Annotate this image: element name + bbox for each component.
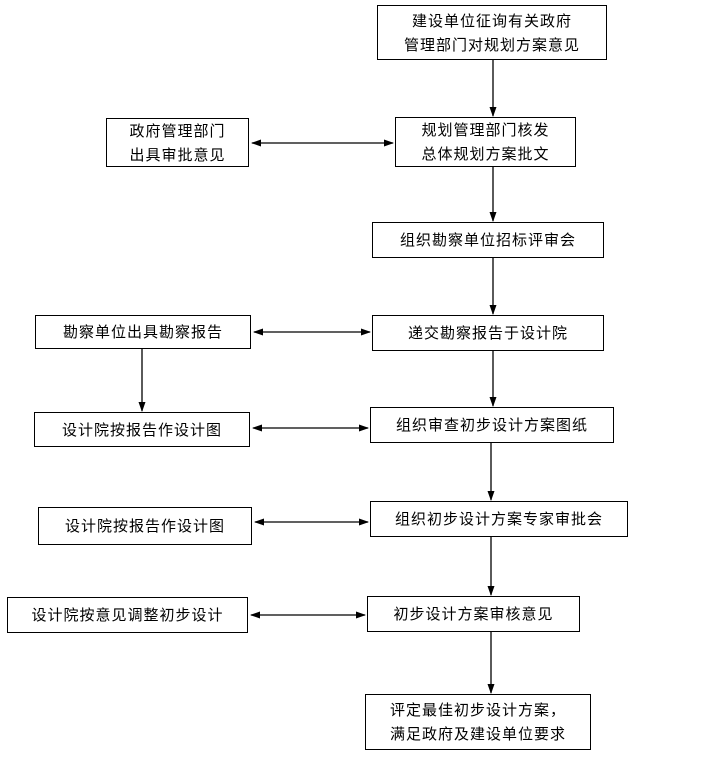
step-select-best-design: 评定最佳初步设计方案， 满足政府及建设单位要求 bbox=[365, 694, 591, 750]
step-consult-government-departments: 建设单位征询有关政府管理部门对规划方案意见 bbox=[377, 5, 607, 60]
node-text-line: 出具审批意见 bbox=[129, 145, 226, 164]
node-text-line: 建设单位征询有关政府 bbox=[411, 11, 572, 30]
node-text-line: 设计院按意见调整初步设计 bbox=[31, 606, 224, 624]
side-design-drawings-per-report-2: 设计院按报告作设计图 bbox=[38, 507, 252, 545]
step-review-preliminary-drawings: 组织审查初步设计方案图纸 bbox=[370, 407, 614, 443]
side-government-approval-opinion: 政府管理部门出具审批意见 bbox=[106, 118, 249, 167]
side-design-drawings-per-report: 设计院按报告作设计图 bbox=[34, 412, 250, 447]
node-text-line: 设计院按报告作设计图 bbox=[64, 517, 225, 535]
side-adjust-preliminary-design: 设计院按意见调整初步设计 bbox=[7, 597, 248, 633]
node-text-line: 初步设计方案审核意见 bbox=[393, 605, 554, 623]
node-text-line: 组织审查初步设计方案图纸 bbox=[395, 416, 588, 434]
step-survey-bidding-review: 组织勘察单位招标评审会 bbox=[372, 222, 604, 258]
step-design-review-opinion: 初步设计方案审核意见 bbox=[367, 596, 580, 632]
node-text-line: 勘察单位出具勘察报告 bbox=[62, 323, 223, 341]
node-text-line: 评定最佳初步设计方案， bbox=[389, 701, 566, 719]
node-text-line: 递交勘察报告于设计院 bbox=[407, 324, 568, 342]
node-text-line: 总体规划方案批文 bbox=[421, 145, 550, 163]
step-submit-survey-report: 递交勘察报告于设计院 bbox=[372, 315, 604, 351]
node-text-line: 组织勘察单位招标评审会 bbox=[399, 231, 576, 249]
node-text-line: 管理部门对规划方案意见 bbox=[403, 35, 580, 54]
node-text-line: 满足政府及建设单位要求 bbox=[389, 725, 566, 743]
step-issue-master-plan-approval: 规划管理部门核发总体规划方案批文 bbox=[395, 117, 576, 167]
node-text-line: 组织初步设计方案专家审批会 bbox=[394, 510, 603, 528]
node-text-line: 政府管理部门 bbox=[129, 121, 226, 140]
step-expert-approval-meeting: 组织初步设计方案专家审批会 bbox=[370, 501, 628, 537]
node-text-line: 设计院按报告作设计图 bbox=[61, 420, 222, 439]
side-survey-report-issued: 勘察单位出具勘察报告 bbox=[35, 315, 251, 349]
node-text-line: 规划管理部门核发 bbox=[421, 121, 550, 139]
